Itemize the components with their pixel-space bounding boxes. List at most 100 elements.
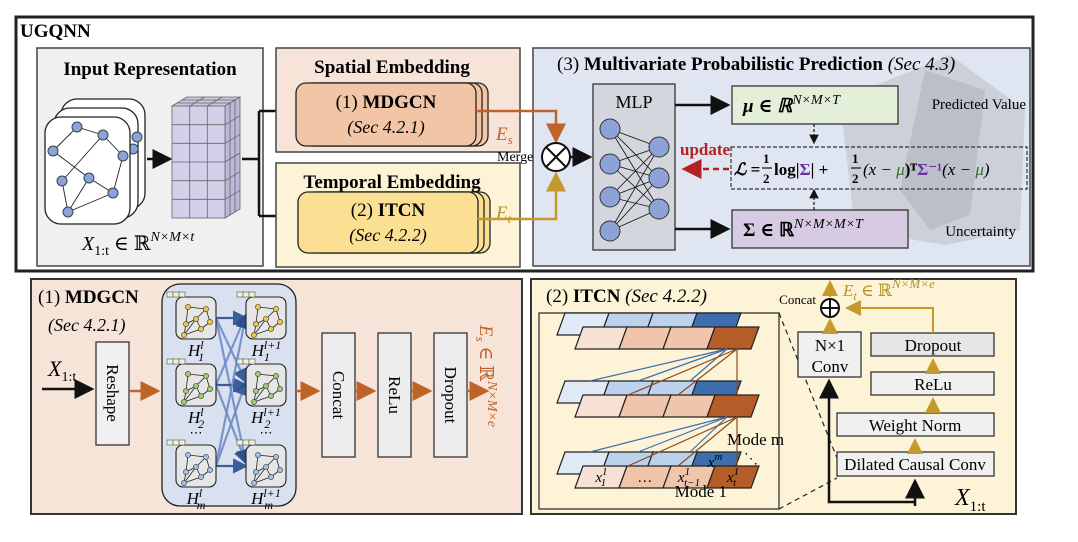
sequence-cell bbox=[706, 465, 760, 489]
es-arrow bbox=[476, 109, 566, 144]
feature-vector-icon bbox=[236, 439, 256, 446]
input-representation-panel: Input Representation bbox=[36, 47, 264, 267]
mdgcn-input-label: X1:t bbox=[47, 356, 76, 385]
feature-vector-icon bbox=[236, 291, 256, 298]
feature-vector-icon bbox=[166, 291, 186, 298]
svg-text:ℒ =: ℒ = bbox=[734, 160, 760, 179]
sequence-cell bbox=[574, 394, 628, 418]
reshape-block[interactable] bbox=[95, 341, 130, 446]
feature-vector-icon bbox=[166, 358, 186, 365]
itcn-block[interactable] bbox=[297, 191, 479, 254]
loss-formula: ℒ = 1 2 log|Σ| + 1 2 (x − μ)ᵀΣ⁻¹(x − μ) bbox=[734, 151, 990, 186]
input-representation-title: Input Representation bbox=[63, 59, 237, 80]
mode-group-top-orange bbox=[574, 326, 760, 350]
temporal-embedding-title: Temporal Embedding bbox=[303, 172, 481, 193]
weight-norm-label: Weight Norm bbox=[869, 416, 962, 435]
n-by-1-conv-block[interactable] bbox=[797, 331, 862, 378]
concat-label: Concat bbox=[329, 371, 348, 419]
sequence-cell bbox=[618, 394, 672, 418]
predicted-mean-box bbox=[731, 85, 899, 125]
relu-label: ReLu bbox=[385, 376, 404, 414]
mu-formula: μ ∈ ℝN×M×T bbox=[742, 93, 841, 117]
sigma-formula: Σ ∈ ℝN×M×M×T bbox=[743, 217, 864, 241]
relu-block[interactable] bbox=[377, 332, 412, 458]
weight-norm-block[interactable] bbox=[836, 412, 995, 437]
itcn-block-label: (2) ITCN bbox=[351, 200, 426, 221]
itcn-detail-title: (2) ITCN (Sec 4.2.2) bbox=[546, 286, 707, 307]
mode-group-mid-orange bbox=[574, 394, 760, 418]
merge-operator-icon bbox=[541, 142, 571, 172]
et-arrow bbox=[478, 171, 566, 221]
itcn-block-sec: (Sec 4.2.2) bbox=[349, 225, 426, 246]
ugqnn-title: UGQNN bbox=[20, 21, 91, 42]
mdgcn-detail-sec: (Sec 4.2.1) bbox=[48, 315, 125, 336]
mdgcn-detail-title: (1) MDGCN bbox=[38, 287, 139, 308]
et-output-formula: Et ∈ ℝN×M×e bbox=[842, 276, 935, 303]
loss-log-term: log|Σ| + bbox=[774, 160, 828, 179]
svg-text:1: 1 bbox=[763, 151, 770, 166]
feature-vector-icon bbox=[236, 358, 256, 365]
mdgcn-block-label: (1) MDGCN bbox=[336, 92, 437, 113]
uncertainty-box bbox=[731, 209, 909, 249]
svg-text:1: 1 bbox=[852, 151, 859, 166]
mode-group-bottom-orange bbox=[574, 465, 760, 489]
sequence-cell bbox=[706, 394, 760, 418]
ellipsis-1: ⋯ bbox=[260, 425, 273, 440]
itcn-relu-label: ReLu bbox=[914, 375, 952, 394]
input-formula: X1:t ∈ ℝN×M×t bbox=[81, 230, 195, 259]
uncertainty-label: Uncertainty bbox=[945, 224, 1016, 240]
es-output-formula: Es ∈ ℝN×M×e bbox=[473, 324, 499, 427]
ellipsis-0: ⋯ bbox=[190, 425, 203, 440]
concat-op-label: Concat bbox=[779, 292, 816, 307]
tensor-cube-icon bbox=[170, 96, 242, 219]
loss-quadratic-term: (x − μ)ᵀΣ⁻¹(x − μ) bbox=[863, 160, 990, 179]
cross-edge bbox=[214, 312, 251, 467]
update-label: update bbox=[680, 140, 731, 159]
prediction-panel: (3) Multivariate Probabilistic Predictio… bbox=[476, 47, 1031, 267]
sequence-cell-label: … bbox=[638, 470, 651, 486]
dropout-label: Dropout bbox=[441, 367, 460, 424]
sequence-cell bbox=[662, 326, 716, 350]
concat-block[interactable] bbox=[321, 332, 356, 458]
temporal-embedding-panel: Temporal Embedding (2) ITCN (Sec 4.2.2) … bbox=[275, 162, 521, 268]
itcn-input-label: X1:t bbox=[954, 485, 986, 515]
sequence-cell bbox=[662, 394, 716, 418]
mdgcn-block[interactable] bbox=[295, 82, 477, 147]
conv-line2: Conv bbox=[812, 357, 849, 376]
feature-vector-icon bbox=[166, 439, 186, 446]
concat-operator-icon bbox=[820, 298, 840, 318]
sequence-cell-m-label: xm bbox=[707, 451, 723, 471]
dropout-block[interactable] bbox=[433, 332, 468, 458]
loss-box bbox=[730, 146, 1028, 190]
mdgcn-block-sec: (Sec 4.2.1) bbox=[347, 117, 424, 138]
mlp-block[interactable]: MLP bbox=[592, 83, 676, 251]
sequence-cell bbox=[618, 326, 672, 350]
mode-m-label: Mode m bbox=[727, 430, 784, 449]
svg-text:2: 2 bbox=[763, 171, 770, 186]
spatial-embedding-panel: Spatial Embedding (1) MDGCN (Sec 4.2.1) … bbox=[275, 47, 521, 153]
itcn-dropout-label: Dropout bbox=[905, 336, 962, 355]
mlp-label: MLP bbox=[615, 92, 652, 112]
conv-line1: N×1 bbox=[815, 336, 845, 355]
dilated-causal-conv-label: Dilated Causal Conv bbox=[844, 455, 986, 474]
reshape-label: Reshape bbox=[103, 364, 122, 422]
graph-stack-icon bbox=[44, 98, 146, 225]
merge-label: Merge bbox=[497, 150, 533, 165]
cross-graph-edges bbox=[214, 310, 251, 474]
svg-text:2: 2 bbox=[852, 171, 859, 186]
